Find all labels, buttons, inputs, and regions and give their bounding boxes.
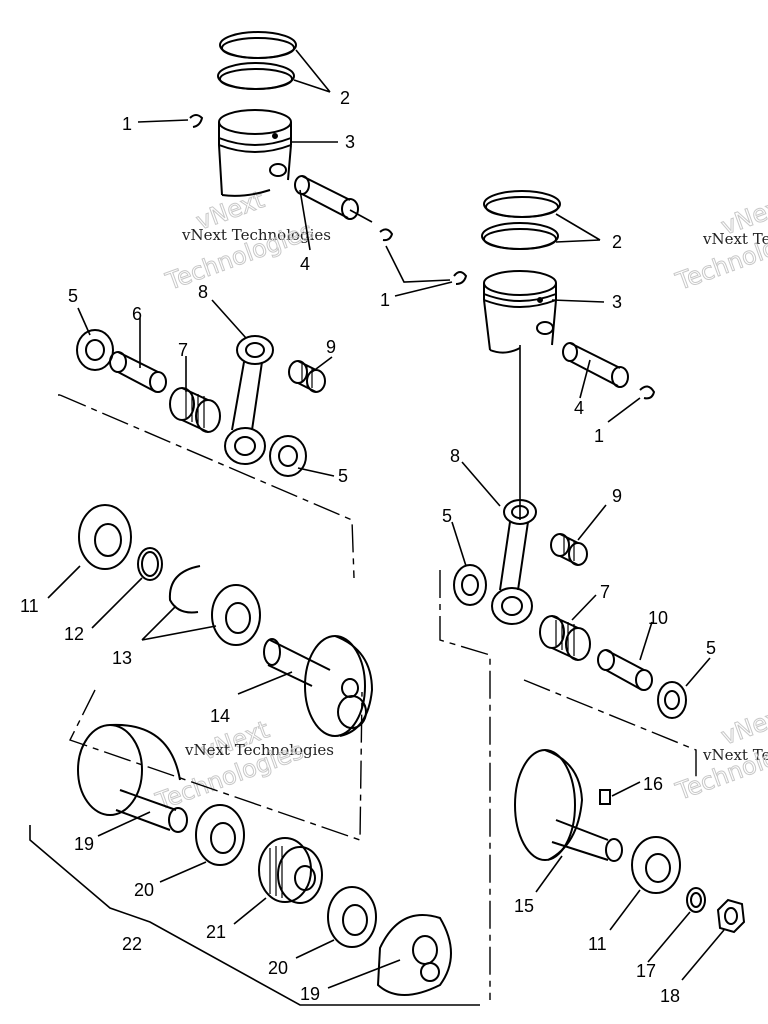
- needle-bearing-right-small: [550, 533, 588, 566]
- assembly-line: [439, 570, 697, 1000]
- part-label: 20: [268, 958, 288, 978]
- circlip-right: [639, 385, 656, 400]
- part-label: 14: [210, 706, 230, 726]
- part-label: 9: [612, 486, 622, 506]
- piston-right: [483, 270, 557, 354]
- part-label: 8: [198, 282, 208, 302]
- part-label: 4: [574, 398, 584, 418]
- piston-pin-left: [294, 175, 359, 220]
- thrust-washer-left-bottom: [269, 435, 307, 477]
- center-labyrinth-seal: [258, 837, 323, 904]
- needle-bearing-left-big: [169, 387, 221, 433]
- circlip-left-pin: [379, 228, 394, 242]
- part-label: 7: [600, 582, 610, 602]
- part-label: 3: [612, 292, 622, 312]
- watermark-group-top: vNext vNext Technologies Technologies: [161, 185, 331, 297]
- part-label: 5: [442, 506, 452, 526]
- assembly-line: [69, 689, 363, 841]
- piston-pin-right: [562, 342, 629, 388]
- piston-left: [218, 109, 292, 197]
- part-label: 1: [380, 290, 390, 310]
- part-label: 8: [450, 446, 460, 466]
- seal-ring: [168, 565, 261, 646]
- assembly-line: [58, 394, 355, 579]
- watermark-text: vNext Technologies: [181, 226, 331, 244]
- main-bearing-right: [631, 836, 681, 894]
- part-label: 11: [588, 934, 607, 954]
- part-label: 6: [132, 304, 142, 324]
- part-label: 1: [594, 426, 604, 446]
- part-label: 3: [345, 132, 355, 152]
- part-label: 21: [206, 922, 226, 942]
- crankshaft-half-right: [514, 749, 623, 862]
- spacer-left: [109, 351, 167, 393]
- crankshaft-half-left: [263, 635, 374, 737]
- woodruff-key: [599, 789, 611, 805]
- part-label: 7: [178, 340, 188, 360]
- watermark-text: vNext Technologies: [702, 230, 768, 248]
- circlip-mid: [453, 271, 468, 285]
- part-label: 15: [514, 896, 534, 916]
- connecting-rod-right: [491, 499, 537, 625]
- main-bearing-center-1: [195, 804, 245, 866]
- leader-lines: [47, 49, 725, 989]
- part-label: 2: [612, 232, 622, 252]
- thrust-washer-right-right: [657, 681, 687, 719]
- watermark-text: vNext Technologies: [702, 746, 768, 764]
- spacer-right: [597, 649, 653, 691]
- part-label: 1: [122, 114, 132, 134]
- watermark-group-right-top: vNext vNext Technologies Technologies: [671, 190, 768, 297]
- assembly-bracket: [29, 825, 480, 1006]
- part-label: 17: [636, 961, 656, 981]
- snap-ring: [137, 547, 163, 581]
- circlip-left-top: [189, 114, 204, 128]
- main-bearing-center-2: [327, 886, 377, 948]
- lock-washer: [686, 887, 706, 913]
- part-label: 5: [706, 638, 716, 658]
- watermark-group-middle: vNext vNext Technologies Technologies: [151, 715, 334, 817]
- part-label: 13: [112, 648, 132, 668]
- part-label: 2: [340, 88, 350, 108]
- part-label: 5: [338, 466, 348, 486]
- watermark-group-right-bottom: vNext vNext Technologies Technologies: [671, 700, 768, 807]
- part-label: 20: [134, 880, 154, 900]
- part-label: 19: [300, 984, 320, 1004]
- part-label: 10: [648, 608, 668, 628]
- crank-web-top: [77, 723, 188, 833]
- part-label: 22: [122, 934, 142, 954]
- part-label: 12: [64, 624, 84, 644]
- part-label: 4: [300, 254, 310, 274]
- nut: [716, 898, 746, 934]
- leader-line: [299, 189, 311, 251]
- part-labels: 1 2 3 4 1 2 3 4 1 5 6 7 8 9 5 8 9 5 7 10…: [20, 88, 716, 1006]
- thrust-washer-left-top: [76, 329, 114, 371]
- watermark-text: vNext: [717, 700, 768, 750]
- connecting-rod-left: [224, 335, 274, 465]
- watermark-text: vNext Technologies: [184, 741, 334, 759]
- needle-bearing-right-big: [539, 615, 591, 661]
- part-label: 5: [68, 286, 78, 306]
- crank-web-bottom: [376, 914, 452, 996]
- piston-rings-left: [217, 31, 297, 90]
- part-label: 18: [660, 986, 680, 1006]
- piston-rings-right: [481, 190, 561, 250]
- assembly-line: [349, 209, 451, 283]
- part-label: 9: [326, 337, 336, 357]
- part-label: 11: [20, 596, 39, 616]
- main-bearing-left: [78, 504, 132, 570]
- part-label: 19: [74, 834, 94, 854]
- part-label: 16: [643, 774, 663, 794]
- thrust-washer-right-left: [453, 564, 487, 606]
